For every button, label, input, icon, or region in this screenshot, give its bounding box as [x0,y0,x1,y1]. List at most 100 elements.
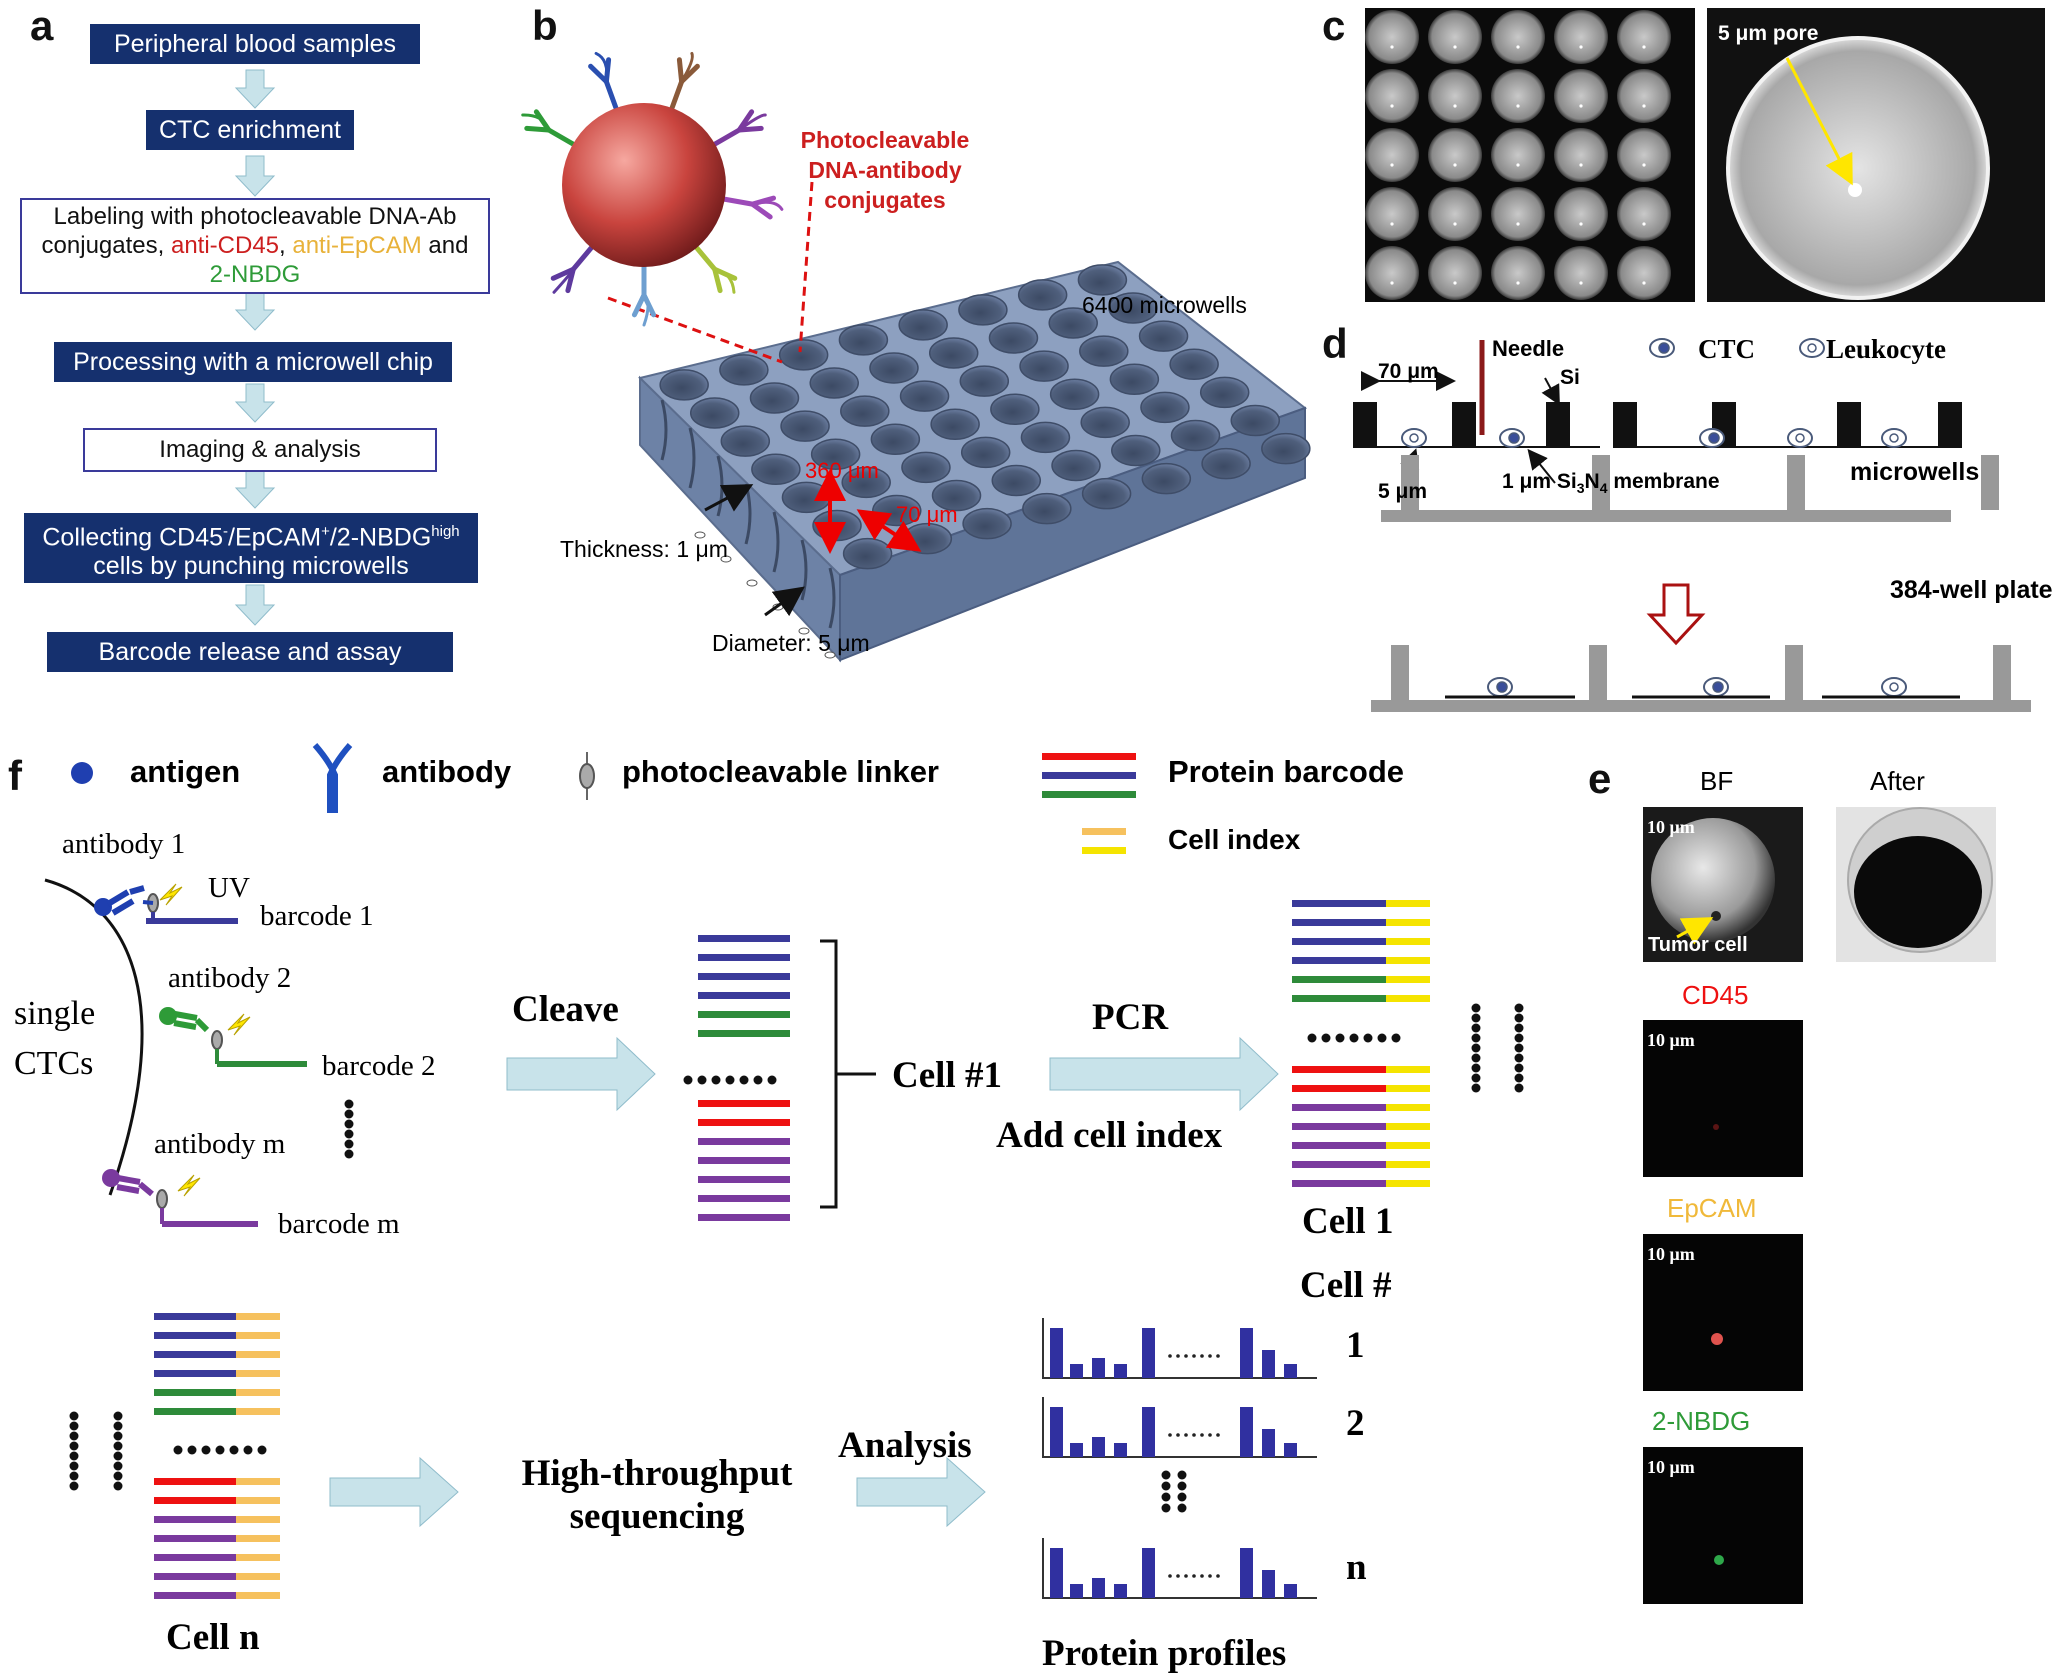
ctc-legend-label: CTC [1698,334,1756,364]
chip-well [778,339,829,371]
array-well [1491,10,1545,64]
barcode-bar [698,1214,790,1221]
cell-index-bar [1386,1066,1430,1073]
profile-row-2: 2 [1346,1403,1365,1444]
chip-well [780,410,830,442]
profile-bar [1142,1407,1155,1457]
profile-bar [1240,1328,1253,1378]
cell-index-bar [1386,1085,1430,1092]
step-labeling-line2: conjugates, anti-CD45, anti-EpCAM and [22,231,488,260]
epcam-title: EpCAM [1667,1193,1757,1223]
membrane-label-b: N [1584,470,1600,493]
array-well [1617,128,1671,182]
array-well [1365,10,1419,64]
add-index-label: Add cell index [996,1115,1223,1156]
step-microwell-chip: Processing with a microwell chip [54,342,452,382]
chip-well [1051,449,1101,482]
panel-label-c: c [1322,2,1346,49]
cell-index-bar [236,1592,280,1599]
barcode-bar [154,1592,236,1599]
membrane-label: 1 μm Si3N4 membrane [1502,470,1720,496]
chip-well [659,369,709,401]
antibody1-label: antibody 1 [62,828,186,860]
scale-bar-nbdg: 10 μm [1647,1457,1695,1477]
conjugate-label-3: conjugates [824,187,946,213]
barcode-bar [1292,900,1386,907]
after-image [1836,807,1996,962]
barcode-bar [154,1351,236,1358]
array-well [1491,246,1545,300]
single-label: single [14,995,96,1032]
hts-label-2: sequencing [569,1496,745,1537]
cell-index-bar [236,1554,280,1561]
anti-cd45-label: anti-CD45 [170,232,280,259]
chip-well [1138,320,1189,352]
chip-well [1199,376,1250,409]
chip-well [1080,406,1130,439]
conjugate-label-2: DNA-antibody [808,157,962,183]
chip-well [958,294,1008,326]
uv-label: UV [208,872,250,904]
array-well [1491,69,1545,123]
barcode-bar [154,1497,236,1504]
barcode-bar [698,935,790,942]
barcode-bar [1292,1066,1386,1073]
cd45-image [1643,1020,1803,1177]
cell1-label: Cell 1 [1302,1201,1394,1242]
punching-schematic [1353,338,2031,712]
chip-well [1081,477,1132,510]
barcode-bar [154,1573,236,1580]
chip-well [959,365,1010,397]
chip-well [1230,404,1281,437]
membrane-sub-1: 3 [1576,480,1585,497]
profile-bar [1070,1584,1083,1598]
antibody2-label: antibody 2 [168,962,292,994]
chip-well [689,397,740,429]
step-blood-samples: Peripheral blood samples [90,24,420,64]
profile-bar [1092,1578,1105,1598]
profile-bar [1050,1328,1063,1378]
chip-well [1261,432,1311,465]
array-well [1428,128,1482,182]
si-label: Si [1560,366,1580,389]
cell-index-bar [236,1573,280,1580]
cd45-title: CD45 [1682,980,1749,1010]
barcode-bar [698,973,790,980]
array-well [1428,187,1482,241]
cell-index-bar [236,1370,280,1377]
chip-well [720,425,771,457]
barcode-bar [154,1389,236,1396]
profile-axes [1042,1538,1317,1599]
barcode-bar [1292,957,1386,964]
flow-arrows [234,69,276,626]
barcode-bar [1292,976,1386,983]
chip-well [960,436,1011,469]
array-well [1491,187,1545,241]
barcode-bar [1292,1085,1386,1092]
depth-label: 360 μm [805,458,879,483]
barcode-bar [698,1176,790,1183]
cell-index-bar [236,1389,280,1396]
spacing-label: 70 μm [896,502,958,527]
chip-well [870,423,921,455]
step-labeling-line1: Labeling with photocleavable DNA-Ab [53,203,457,230]
cell-index-bar [1386,1180,1430,1187]
epcam-image [1643,1234,1803,1391]
ctc-membrane [44,878,307,1227]
membrane-sub-2: 4 [1599,480,1608,497]
barcode-bar [698,1100,790,1107]
cell-index-bar [1386,919,1430,926]
profile-bar [1092,1437,1105,1457]
barcode1-label: barcode 1 [260,900,374,932]
step-collecting-line1: Collecting CD45-/EpCAM+/2-NBDGhigh [24,517,478,552]
array-well [1365,187,1419,241]
chip-well [931,479,982,512]
array-well [1554,69,1608,123]
legend-barcode: Protein barcode [1168,754,1404,789]
step-barcode-release: Barcode release and assay [47,632,453,672]
barcode-bar [154,1313,236,1320]
chip-well [1017,279,1068,311]
chip-well [809,367,859,399]
